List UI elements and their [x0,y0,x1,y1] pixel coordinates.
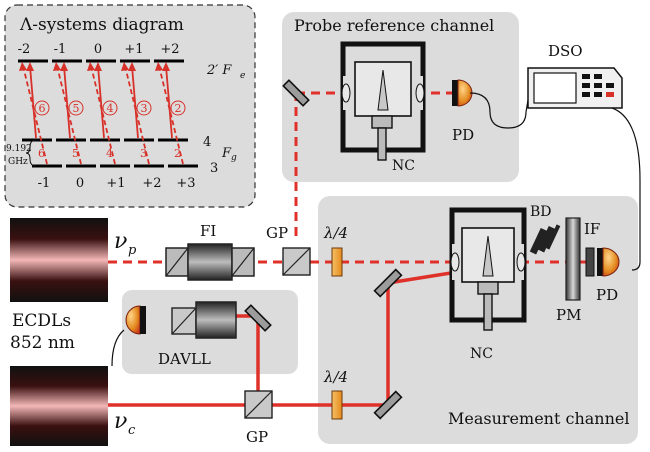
brace [25,139,37,167]
cable-davll [111,329,125,367]
upper-transition-number: 4 [107,102,114,115]
lower-transition-number: 3 [140,147,147,160]
nc-probe-label: NC [392,158,415,174]
upper-transition-number: 3 [141,102,148,115]
davll-photodiode [125,305,146,335]
splitting-value: 9.192 [6,144,32,154]
qwp-top-label: λ/4 [323,224,348,242]
cable-measure-to-dso [611,107,641,271]
pd-measure-label: PD [596,286,618,304]
cable-probe-to-dso [469,92,529,129]
upper-mf-label: +1 [124,42,143,57]
faraday-isolator [165,243,255,281]
lower-level-sub: g [231,153,237,163]
lambda-title: Λ-systems diagram [19,15,184,35]
arrow-heads [19,62,170,71]
upper-mf-label: -2 [18,42,31,57]
lower-mf-label: +2 [142,176,161,191]
nc-measure-label: NC [470,346,493,362]
probe-laser [10,218,108,302]
davll-optics [171,301,237,339]
lower-transition-number: 6 [38,147,45,160]
coupling-laser [10,366,108,446]
upper-transition-number: 2 [175,102,182,115]
glass-plate-bottom [244,390,273,419]
nano-cell-measure [449,207,527,331]
level-3-label: 3 [210,161,218,176]
circled-numbers [34,100,186,116]
nano-cell-probe [340,41,426,161]
upper-transition-number: 5 [73,102,80,115]
qwp-bottom-label: λ/4 [323,368,348,386]
level-4-label: 4 [203,135,211,150]
probe-nu-sub: p [128,243,137,258]
probe-panel-title: Probe reference channel [294,16,494,35]
fi-label: FI [200,222,216,240]
ecdl-label-line2: 852 nm [10,333,75,353]
mirror [244,79,403,420]
pd-probe-label: PD [452,126,474,144]
lower-mf-label: +3 [176,176,195,191]
davll-label: DAVLL [158,350,211,368]
coupling-nu: ν [114,409,127,434]
if-label: IF [584,220,600,238]
upper-mf-label: +2 [160,42,179,57]
dso-label: DSO [548,42,583,60]
upper-mf-label: -1 [54,42,67,57]
lower-mf-label: +1 [106,176,125,191]
gp-top-label: GP [266,224,288,242]
transition-arrows [22,65,184,165]
lambda-systems-panel [4,4,256,208]
lower-levels [22,138,198,168]
splitting-unit: GHz [8,157,28,167]
lower-mf-label: 0 [76,176,84,191]
glass-plate-top [282,247,311,276]
upper-mf-label: 0 [94,42,102,57]
lower-transition-number: 4 [106,147,113,160]
gp-bottom-label: GP [246,428,268,446]
lower-level-label: F [221,146,232,161]
pm-filter [565,217,581,301]
qwp-top [331,247,343,277]
bd-label: BD [530,204,552,220]
upper-transition-number: 6 [39,102,46,115]
photodiode-measure [597,247,620,277]
if-filter [585,247,595,277]
pm-label: PM [556,306,581,324]
lower-mf-label: -1 [38,176,51,191]
upper-level-sub: e [240,71,245,81]
probe-nu: ν [114,229,127,254]
coupling-nu-sub: c [128,423,136,438]
photodiode-probe [452,79,473,107]
lower-transition-number: 5 [72,147,79,160]
ecdl-label-line1: ECDLs [12,311,71,331]
qwp-bottom [331,390,343,420]
upper-level-label: 2′ F [206,63,232,78]
lower-transition-number: 2 [174,147,181,160]
measure-panel-title: Measurement channel [448,409,629,428]
beam-dump [529,224,561,255]
oscilloscope [527,67,623,109]
